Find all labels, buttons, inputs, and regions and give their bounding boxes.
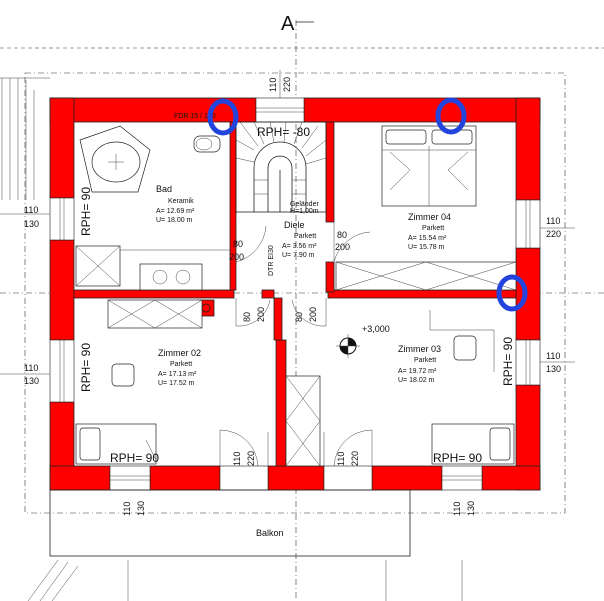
svg-text:110: 110 [268, 78, 278, 92]
svg-text:Zimmer 02: Zimmer 02 [158, 348, 201, 358]
svg-text:220: 220 [350, 451, 360, 466]
right-upper-window: 110 220 [515, 199, 575, 249]
svg-text:80: 80 [233, 239, 243, 249]
svg-text:220: 220 [246, 451, 256, 466]
highlight-circle-1 [207, 98, 239, 136]
staircase [235, 121, 327, 213]
left-lower-window: 110 130 [0, 339, 75, 403]
room-diele: Diele Parkett A= 3.56 m² U= 7.90 m [282, 220, 317, 259]
svg-text:U= 18.02 m: U= 18.02 m [398, 377, 435, 384]
svg-text:A= 3.56 m²: A= 3.56 m² [282, 243, 317, 250]
svg-text:80: 80 [337, 230, 347, 240]
diele-wardrobe [285, 375, 321, 467]
level-label: +3,000 [362, 324, 390, 334]
svg-text:110: 110 [452, 502, 462, 516]
svg-text:220: 220 [282, 77, 292, 92]
rph-left-upper: RPH= 90 [79, 187, 93, 236]
svg-text:110: 110 [232, 452, 242, 466]
rph-bottom-right: RPH= 90 [433, 451, 482, 465]
svg-text:Parkett: Parkett [414, 357, 436, 364]
svg-text:200: 200 [256, 307, 266, 322]
svg-text:110: 110 [24, 363, 38, 373]
bottom-right-window: 110 130 [441, 465, 483, 516]
svg-text:80: 80 [242, 312, 252, 322]
svg-text:Bad: Bad [156, 184, 172, 194]
svg-text:U= 7.90 m: U= 7.90 m [282, 252, 315, 259]
svg-text:Zimmer 04: Zimmer 04 [408, 212, 451, 222]
bottom-door-right: 110 220 [323, 429, 373, 491]
svg-text:110: 110 [336, 452, 346, 466]
external-steps [0, 77, 50, 200]
svg-text:Keramik: Keramik [168, 198, 194, 205]
svg-text:U= 15.78 m: U= 15.78 m [408, 244, 445, 251]
zimmer02-furniture [75, 299, 203, 465]
svg-text:Zimmer 03: Zimmer 03 [398, 344, 441, 354]
room-zimmer03: Zimmer 03 Parkett A= 19.72 m² U= 18.02 m [398, 344, 441, 384]
highlight-circle-2 [435, 97, 467, 135]
svg-text:130: 130 [24, 376, 39, 386]
rph-bottom-left: RPH= 90 [110, 451, 159, 465]
svg-text:200: 200 [335, 242, 350, 252]
svg-text:80: 80 [294, 312, 304, 322]
svg-text:A= 12.69 m²: A= 12.69 m² [156, 208, 195, 215]
lower-right-door: 80 200 [291, 298, 327, 327]
svg-text:A= 17.13 m²: A= 17.13 m² [158, 371, 197, 378]
svg-text:A= 15.54 m²: A= 15.54 m² [408, 235, 447, 242]
room-zimmer04: Zimmer 04 Parkett A= 15.54 m² U= 15.78 m [408, 212, 451, 251]
svg-text:Parkett: Parkett [294, 233, 316, 240]
bad-fixtures [75, 125, 230, 291]
svg-text:Diele: Diele [284, 220, 305, 230]
section-marker: A [281, 13, 314, 35]
left-upper-window: 110 130 [0, 197, 75, 241]
zimmer04-furniture [335, 125, 517, 291]
lower-left-door: 80 200 [235, 298, 271, 327]
svg-text:U= 18.00 m: U= 18.00 m [156, 217, 193, 224]
room-zimmer02: Zimmer 02 Parkett A= 17.13 m² U= 17.52 m [158, 348, 201, 387]
zimmer03-furniture [429, 310, 515, 465]
section-marker-letter: A [281, 13, 295, 35]
walls [49, 97, 541, 491]
bottom-left-window: 110 130 [109, 465, 151, 516]
stair-height-label: RPH= -80 [257, 125, 310, 139]
svg-text:Parkett: Parkett [170, 361, 192, 368]
svg-text:110: 110 [546, 351, 560, 361]
svg-text:130: 130 [136, 501, 146, 516]
svg-text:130: 130 [24, 219, 39, 229]
top-window: 110 220 [255, 70, 305, 123]
balcony: Balkon [27, 489, 463, 601]
dtr-label: DTR EI30 [268, 245, 275, 276]
rph-right-lower: RPH= 90 [501, 337, 515, 386]
bad-door: 80 200 [229, 222, 267, 263]
svg-text:110: 110 [24, 205, 38, 215]
svg-text:200: 200 [308, 307, 318, 322]
rph-left-lower: RPH= 90 [79, 343, 93, 392]
svg-text:220: 220 [546, 229, 561, 239]
svg-text:U= 17.52 m: U= 17.52 m [158, 380, 195, 387]
balcony-label: Balkon [256, 528, 284, 538]
svg-text:A= 19.72 m²: A= 19.72 m² [398, 368, 437, 375]
room-bad: Bad Keramik A= 12.69 m² U= 18.00 m [156, 184, 195, 224]
highlight-circle-3 [496, 274, 528, 312]
svg-text:130: 130 [546, 364, 561, 374]
gelaender-height: H=1,00m [290, 208, 319, 215]
svg-text:Parkett: Parkett [422, 225, 444, 232]
right-lower-window: 110 130 [515, 339, 575, 386]
bottom-door-left: 110 220 [219, 429, 269, 491]
fdr-label: FDR 15 / 100 [174, 113, 216, 120]
svg-text:110: 110 [546, 216, 560, 226]
svg-text:110: 110 [122, 502, 132, 516]
gelaender-label: Geländer [290, 201, 319, 208]
svg-text:200: 200 [229, 252, 244, 262]
zimmer04-door: 80 200 [333, 222, 371, 263]
svg-text:130: 130 [466, 501, 476, 516]
level-marker: +3,000 [336, 324, 390, 358]
